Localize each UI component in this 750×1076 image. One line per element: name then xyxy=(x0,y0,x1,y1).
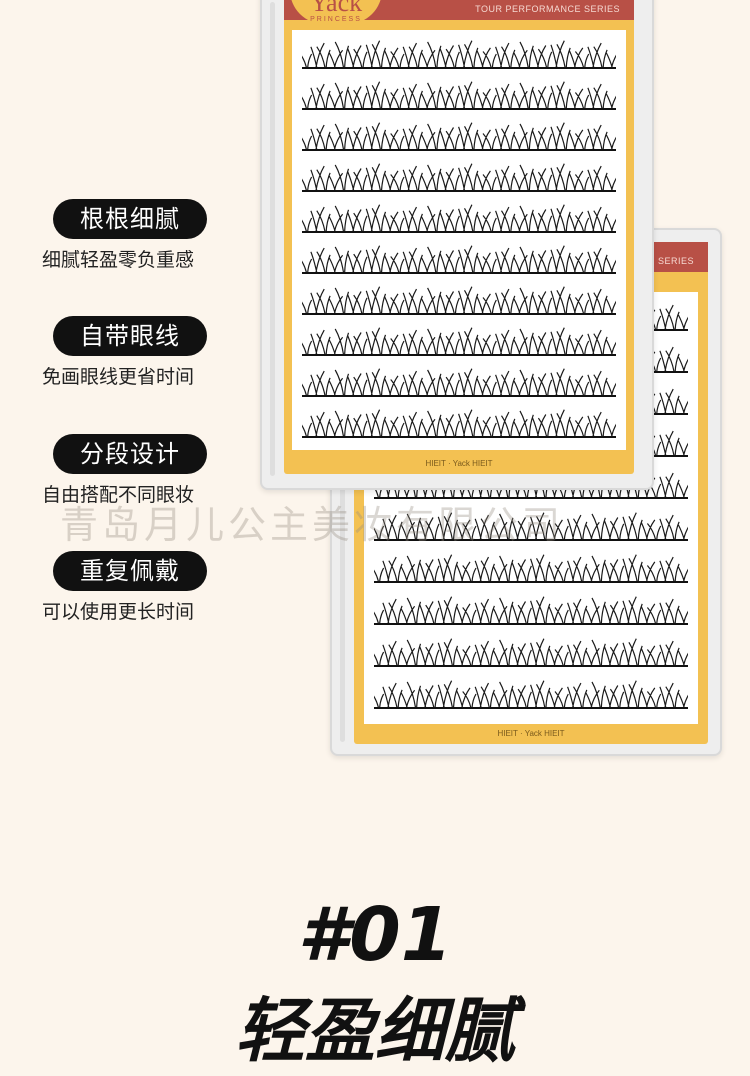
tray-footer-text: HIEIT · Yack HIEIT xyxy=(425,459,493,468)
feature-description: 免画眼线更省时间 xyxy=(42,366,195,388)
lash-row xyxy=(302,161,616,193)
brand-subtitle: PRINCESS xyxy=(310,16,362,23)
lash-strands xyxy=(302,81,616,110)
lash-strands xyxy=(302,327,616,356)
lash-row xyxy=(302,202,616,234)
lash-row xyxy=(302,284,616,316)
lash-band xyxy=(374,707,688,709)
lash-band xyxy=(302,354,616,356)
lash-band xyxy=(302,272,616,274)
series-label: SERIES xyxy=(657,256,694,266)
case-hinge xyxy=(340,242,345,742)
lash-strip-graphic xyxy=(302,409,616,438)
lash-row xyxy=(374,594,688,626)
lash-strip-graphic xyxy=(302,163,616,192)
lash-band xyxy=(302,436,616,438)
lash-strip-graphic xyxy=(374,554,688,583)
lash-strands xyxy=(302,368,616,397)
lash-strip-graphic xyxy=(302,40,616,69)
watermark-text: 青岛月儿公主美妆有限公司 xyxy=(60,503,565,547)
lash-strip-graphic xyxy=(374,596,688,625)
feature-title-pill: 分段设计 xyxy=(53,434,207,474)
lash-row xyxy=(302,407,616,439)
lash-band xyxy=(302,67,616,69)
lash-band xyxy=(374,497,688,499)
lash-strands xyxy=(374,512,688,541)
lash-strands xyxy=(374,596,688,625)
lash-band xyxy=(302,313,616,315)
feature-description: 自由搭配不同眼妆 xyxy=(42,484,195,506)
lash-strip-graphic xyxy=(302,122,616,151)
lash-row xyxy=(302,243,616,275)
lash-row xyxy=(302,366,616,398)
lash-row xyxy=(302,38,616,70)
lash-band xyxy=(374,665,688,667)
lash-strip-graphic xyxy=(302,286,616,315)
lash-row xyxy=(302,325,616,357)
lash-strip-graphic xyxy=(302,245,616,274)
lash-strands xyxy=(302,204,616,233)
feature-description: 细腻轻盈零负重感 xyxy=(42,249,195,271)
lash-sheet xyxy=(292,30,626,450)
lash-strands xyxy=(374,638,688,667)
lash-strip-graphic xyxy=(302,368,616,397)
lash-strands xyxy=(302,40,616,69)
section-number: #01 xyxy=(297,892,453,978)
lash-strip-graphic xyxy=(302,204,616,233)
lash-row xyxy=(374,678,688,710)
lash-band xyxy=(302,108,616,110)
lash-row xyxy=(374,510,688,542)
lash-band xyxy=(374,623,688,625)
lash-strands xyxy=(302,286,616,315)
lash-strands xyxy=(302,245,616,274)
brand-logo: Yack PRINCESS xyxy=(290,0,382,24)
lash-strip-graphic xyxy=(374,638,688,667)
section-heading: 轻盈细腻 xyxy=(235,990,515,1072)
lash-band xyxy=(302,395,616,397)
lash-band xyxy=(374,539,688,541)
feature-title-pill: 根根细腻 xyxy=(53,199,207,239)
lash-band xyxy=(302,231,616,233)
lash-strands xyxy=(302,409,616,438)
lash-band xyxy=(302,190,616,192)
feature-list: 根根细腻 细腻轻盈零负重感 自带眼线 免画眼线更省时间 分段设计 自由搭配不同眼… xyxy=(0,0,260,1022)
lash-strands xyxy=(302,163,616,192)
brand-name: Yack xyxy=(309,0,363,17)
case-hinge xyxy=(270,2,275,476)
feature-title-pill: 自带眼线 xyxy=(53,316,207,356)
lash-row xyxy=(374,552,688,584)
lash-tray-front: TOUR PERFORMANCE SERIES HIEIT · Yack HIE… xyxy=(284,0,634,474)
feature-description: 可以使用更长时间 xyxy=(42,601,195,623)
lash-band xyxy=(374,581,688,583)
lash-case-front: TOUR PERFORMANCE SERIES HIEIT · Yack HIE… xyxy=(260,0,654,490)
lash-strip-graphic xyxy=(302,327,616,356)
lash-row xyxy=(302,120,616,152)
lash-strip-graphic xyxy=(374,512,688,541)
tray-footer-text: HIEIT · Yack HIEIT xyxy=(497,729,565,738)
lash-row xyxy=(374,636,688,668)
lash-band xyxy=(302,149,616,151)
lash-strands xyxy=(374,680,688,709)
lash-row xyxy=(302,79,616,111)
series-label: TOUR PERFORMANCE SERIES xyxy=(475,4,620,14)
lash-strip-graphic xyxy=(302,81,616,110)
lash-strip-graphic xyxy=(374,680,688,709)
lash-strands xyxy=(374,554,688,583)
lash-strands xyxy=(302,122,616,151)
feature-title-pill: 重复佩戴 xyxy=(53,551,207,591)
